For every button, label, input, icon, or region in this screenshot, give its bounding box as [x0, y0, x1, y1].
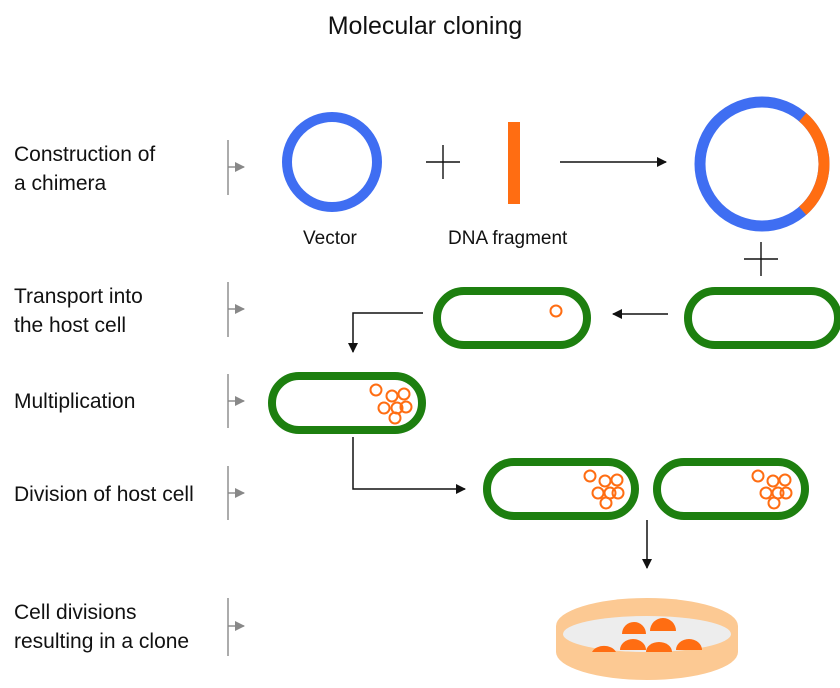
dna-fragment [508, 122, 520, 204]
plus-icon [426, 145, 460, 179]
plasmid-copies [583, 469, 625, 510]
bacterial-colonies [592, 618, 702, 652]
fragment-caption: DNA fragment [448, 228, 568, 249]
step-label-division: Division of host cell [14, 480, 194, 509]
step-label-multiplication: Multiplication [14, 387, 135, 416]
step-line: Transport into [14, 285, 143, 308]
step-bracket-transport [227, 282, 245, 337]
plus-icon [744, 242, 778, 276]
plasmid-in-cell [549, 304, 563, 318]
step-bracket-multiplication [227, 374, 245, 428]
step-line: Division of host cell [14, 483, 194, 506]
plasmid-copies [369, 383, 413, 425]
step-line: Cell divisions [14, 601, 137, 624]
step-bracket-clone [227, 598, 245, 656]
step-line: the host cell [14, 314, 127, 337]
petri-dish [556, 598, 738, 680]
step-line: Construction of [14, 143, 156, 166]
step-label-construction: Construction of a chimera [14, 140, 155, 198]
arrow-to-multiplication [348, 312, 423, 353]
host-cell-empty [684, 287, 840, 349]
host-cell-multiplying [268, 372, 426, 434]
step-line: a chimera [14, 172, 107, 195]
chimera-plasmid [694, 96, 830, 232]
daughter-cell-left [483, 458, 639, 520]
host-cell-transformed [433, 287, 591, 349]
vector-plasmid [282, 112, 382, 212]
step-label-clone: Cell divisions resulting in a clone [14, 598, 189, 656]
diagram-title: Molecular cloning [327, 12, 523, 40]
step-line: Multiplication [14, 390, 136, 413]
step-bracket-division [227, 466, 245, 520]
step-line: resulting in a clone [14, 630, 190, 653]
arrow-to-division [352, 437, 466, 494]
vector-caption: Vector [303, 228, 357, 249]
step-bracket-construction [227, 140, 245, 195]
step-label-transport: Transport into the host cell [14, 282, 143, 340]
plasmid-copies [751, 469, 793, 510]
